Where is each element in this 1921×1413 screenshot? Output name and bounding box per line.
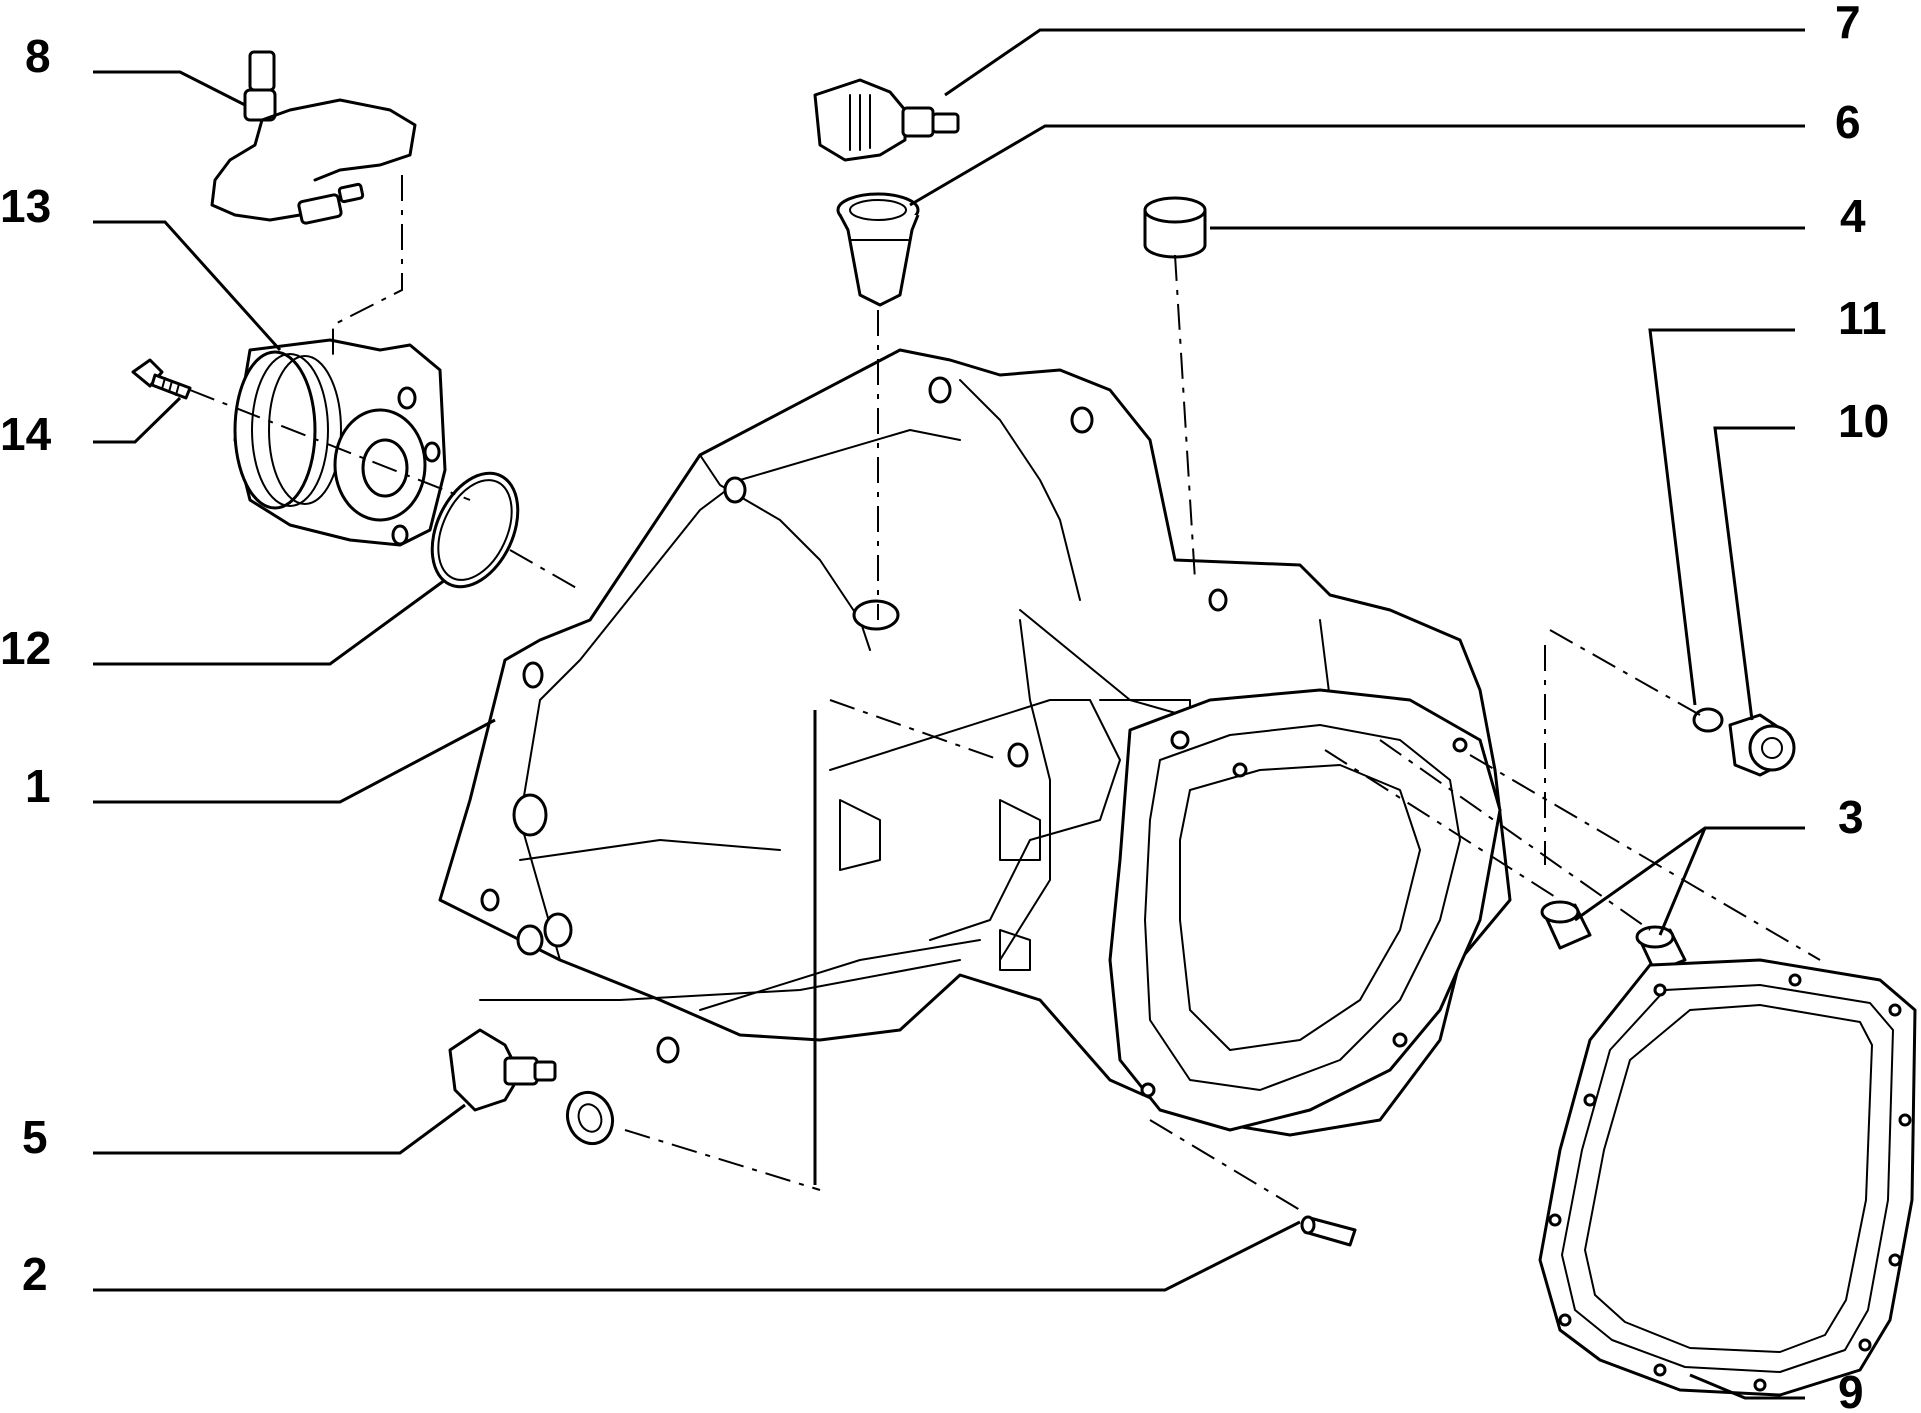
part-14-bolt: [131, 358, 192, 400]
part-8-hydraulic-hose: [210, 50, 417, 225]
part-5-washer: [565, 1090, 615, 1146]
part-10-drain-plug: [1728, 713, 1796, 777]
part-3-dowel-a: [1540, 900, 1592, 950]
leader-lines: [93, 28, 1805, 1400]
part-6-bushing: [836, 192, 920, 307]
callout-4: 4: [1840, 190, 1866, 242]
part-2-pin: [1300, 1215, 1357, 1247]
callout-10: 10: [1838, 395, 1889, 447]
callout-12: 12: [0, 622, 51, 674]
part-5-switch: [448, 1028, 557, 1112]
part-12-o-ring: [430, 471, 520, 589]
part-4-cap: [1143, 196, 1207, 259]
part-7-sensor: [813, 78, 960, 162]
callout-2: 2: [22, 1248, 48, 1300]
part-11-seal: [1692, 707, 1724, 733]
gearbox-housing: [438, 348, 1512, 1137]
callout-6: 6: [1835, 96, 1861, 148]
part-9-gasket: [1538, 958, 1917, 1397]
part-13-slave-cylinder: [233, 338, 447, 547]
part-3-dowel-b: [1635, 925, 1687, 974]
callout-14: 14: [0, 408, 52, 460]
callout-13: 13: [0, 180, 51, 232]
callout-11: 11: [1838, 292, 1887, 344]
callout-5: 5: [22, 1111, 48, 1163]
callout-8: 8: [25, 30, 51, 82]
callout-7: 7: [1835, 0, 1861, 48]
alignment-lines: [189, 175, 1821, 1211]
callout-1: 1: [25, 760, 51, 812]
callout-9: 9: [1838, 1366, 1864, 1413]
callout-3: 3: [1838, 791, 1864, 843]
